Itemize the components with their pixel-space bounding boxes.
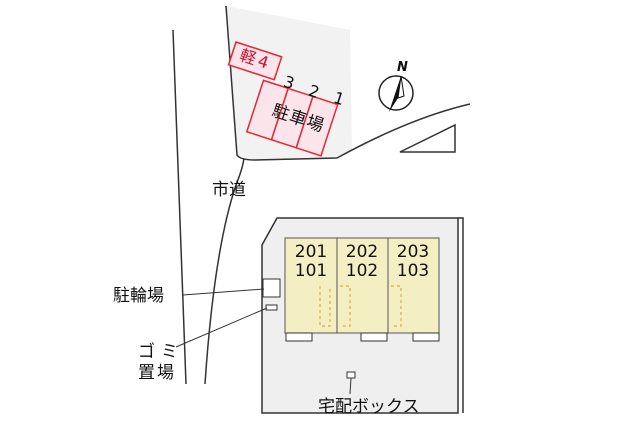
leader-delivery — [349, 377, 352, 395]
plot-boundary-2 — [399, 123, 456, 153]
garbage-label-line2: 置場 — [138, 363, 176, 383]
entrance-step-2 — [360, 332, 388, 342]
unit-201-label: 201 — [294, 242, 328, 262]
leader-garbage — [175, 307, 268, 348]
delivery-box — [346, 371, 356, 379]
parking-spot-kei4 — [227, 41, 283, 81]
parking-area — [227, 41, 339, 157]
plot-boundary — [225, 5, 471, 161]
unit-202-label: 202 — [345, 242, 379, 262]
north-arrow-icon — [378, 75, 414, 112]
leader-bicycle — [182, 288, 265, 296]
garbage-box — [265, 304, 278, 311]
garbage-label-line1: ゴミ — [138, 342, 184, 362]
parking-spot-1 — [295, 95, 339, 157]
unit-101-label: 101 — [294, 261, 328, 281]
unit-block-3 — [387, 237, 440, 334]
delivery-box-label: 宅配ボックス — [318, 397, 420, 417]
unit-block-2 — [336, 237, 389, 334]
unit-203-label: 203 — [396, 242, 430, 262]
unit-102-label: 102 — [345, 261, 379, 281]
site-edge — [458, 217, 464, 413]
interior-dashes — [319, 285, 402, 327]
unit-103-label: 103 — [396, 261, 430, 281]
bicycle-parking-label: 駐輪場 — [113, 286, 164, 306]
entrance-step-1 — [285, 332, 313, 342]
road-line-left — [172, 29, 187, 385]
bicycle-parking-box — [262, 278, 281, 298]
compass-north-label: N — [397, 60, 408, 75]
entrance-step-3 — [412, 332, 440, 342]
road-label: 市道 — [212, 180, 246, 200]
